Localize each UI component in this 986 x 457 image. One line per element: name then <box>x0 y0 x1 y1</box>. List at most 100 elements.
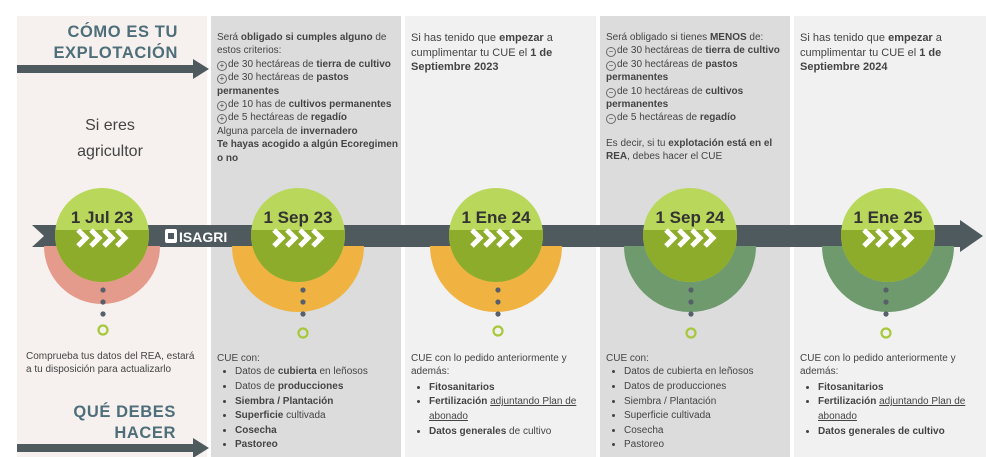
milestone: 1 Sep 24 <box>624 188 756 339</box>
cue-list-2024-jan: CUE con lo pedido anteriormente y además… <box>411 352 595 439</box>
text: Comprueba tus datos del REA, estará a tu… <box>26 351 195 376</box>
start-note-2024: Si has tenido que empezar a cumplimentar… <box>800 31 978 75</box>
plus-circle-icon: + <box>217 60 227 71</box>
text: de 10 has de <box>228 99 289 111</box>
text: tierra de cultivo <box>316 58 391 70</box>
text: CUE con lo pedido anteriormente y además… <box>800 353 956 378</box>
text: empezar <box>888 32 933 44</box>
plus-circle-icon: + <box>217 114 227 125</box>
text: Si has tenido que <box>800 32 889 44</box>
minus-circle-icon: − <box>606 60 616 71</box>
list-item: Pastoreo <box>235 438 401 453</box>
text: CUE con lo pedido anteriormente y además… <box>411 353 567 378</box>
minus-circle-icon: − <box>606 87 616 98</box>
cue-list-2023: CUE con: Datos de cubierta en leñosos Da… <box>217 352 401 453</box>
list-item: Cosecha <box>235 424 401 439</box>
cue-list-2024-sep: CUE con: Datos de cubierta en leñosos Da… <box>606 352 790 453</box>
isagri-logo: ISAGRI <box>157 225 237 247</box>
milestone-ring <box>880 327 892 339</box>
text: de 5 hectáreas de <box>228 112 311 124</box>
chevrons-icon <box>76 228 129 248</box>
milestone: 1 Jul 23 <box>44 188 160 336</box>
minus-circle-icon: − <box>606 47 616 58</box>
list-item: Datos de producciones <box>624 380 790 395</box>
list-item: Datos generales de cultivo <box>429 425 595 440</box>
footer-arrow <box>17 438 209 457</box>
text: pastos permanentes <box>606 58 738 84</box>
list-item: Siembra / Plantación <box>624 395 790 410</box>
list-item: Datos de cubierta en leñosos <box>624 365 790 380</box>
milestone-ring <box>492 325 504 337</box>
text: CUE con: <box>217 353 260 364</box>
text: de: <box>746 32 764 43</box>
text: Es decir, si tu <box>606 137 669 149</box>
list-item: Pastoreo <box>624 438 790 453</box>
text: de 30 hectáreas de <box>617 58 706 70</box>
list-item: Superficie cultivada <box>624 409 790 424</box>
text: regadío <box>310 112 347 124</box>
text: 1 de Septiembre 2024 <box>800 46 942 74</box>
list-item: Datos de producciones <box>235 380 401 395</box>
list-item: Fitosanitarios <box>818 381 984 396</box>
text: a cumplimentar tu CUE el <box>800 32 942 59</box>
text: cultivos permanentes <box>288 99 392 111</box>
text: Si has tenido que <box>411 32 500 44</box>
chevrons-icon <box>862 228 915 248</box>
list-item: Fertilización adjuntando Plan de abonado <box>818 395 984 424</box>
criteria-block-mas: Será obligado si cumples alguno de estos… <box>217 31 399 165</box>
text: invernadero <box>300 125 358 137</box>
text: de 30 hectáreas de <box>228 58 317 70</box>
text: MENOS <box>709 32 747 43</box>
milestone: 1 Ene 25 <box>822 188 954 339</box>
start-note-2023: Si has tenido que empezar a cumplimentar… <box>411 31 587 75</box>
text: , debes hacer el CUE <box>627 151 723 163</box>
text: obligado si cumples alguno <box>240 32 373 43</box>
milestone-ring <box>97 324 109 336</box>
text: explotación está en el REA <box>606 137 773 163</box>
chevrons-icon <box>664 228 717 248</box>
list-item: Datos de cubierta en leñosos <box>235 365 401 380</box>
text: CUE con: <box>606 353 649 364</box>
list-item: Cosecha <box>624 424 790 439</box>
list-item: Fertilización adjuntando Plan de abonado <box>429 395 595 424</box>
list-item: Datos generales de cultivo <box>818 425 984 440</box>
logo-text: ISAGRI <box>179 229 227 245</box>
plus-circle-icon: + <box>217 101 227 112</box>
milestone-date: 1 Jul 23 <box>71 208 133 227</box>
text: cultivos permanentes <box>606 85 744 111</box>
text: 1 de Septiembre 2023 <box>411 46 553 74</box>
minus-circle-icon: − <box>606 114 616 125</box>
milestone-date: 1 Ene 25 <box>854 208 923 227</box>
plus-circle-icon: + <box>217 74 227 85</box>
text: a cumplimentar tu CUE el <box>411 32 553 59</box>
header-arrow <box>17 59 209 79</box>
text: de 5 hectáreas de <box>617 112 700 124</box>
text: Alguna parcela de <box>217 125 301 137</box>
text: Te hayas acogido a algún Ecoregimen o no <box>217 139 398 164</box>
list-item: Fitosanitarios <box>429 381 595 396</box>
text: de estos criterios: <box>217 32 387 57</box>
milestone: 1 Ene 24 <box>430 188 562 337</box>
milestone-ring <box>685 327 697 339</box>
milestone: 1 Sep 23 <box>232 188 364 339</box>
text: empezar <box>499 32 544 44</box>
milestone-date: 1 Sep 24 <box>656 208 726 227</box>
text: Será obligado si tienes <box>606 32 710 43</box>
text: tierra de cultivo <box>705 45 780 57</box>
milestone-date: 1 Sep 23 <box>264 208 333 227</box>
text: regadío <box>699 112 736 124</box>
list-item: Siembra / Plantación <box>235 395 401 410</box>
list-item: Superficie cultivada <box>235 409 401 424</box>
text: de 30 hectáreas de <box>228 72 317 84</box>
milestone-date: 1 Ene 24 <box>462 208 532 227</box>
text: pastos permanentes <box>217 72 349 97</box>
text: Será <box>217 32 241 43</box>
chevrons-icon <box>272 228 325 248</box>
milestone-ring <box>297 327 309 339</box>
rea-check-note: Comprueba tus datos del REA, estará a tu… <box>26 350 196 377</box>
criteria-block-menos: Será obligado si tienes MENOS de: −de 30… <box>606 31 788 164</box>
